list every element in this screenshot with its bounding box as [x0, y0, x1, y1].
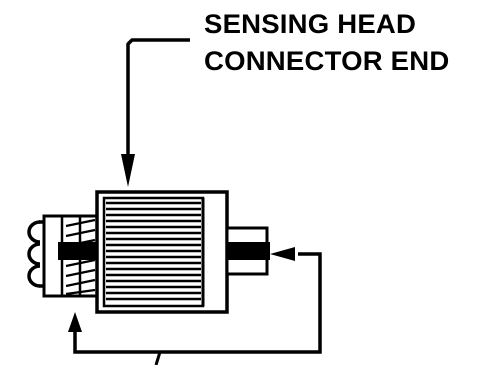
label-leader-arrow [121, 38, 190, 187]
return-loop-arrowhead-right [270, 247, 295, 261]
sensing-head-winding [106, 201, 201, 301]
bottom-lead-line [154, 351, 162, 365]
label-leader-arrowhead [121, 154, 135, 187]
sensing-head-body [95, 190, 229, 314]
return-loop-arrow [68, 247, 322, 365]
label-line-1: SENSING HEAD [204, 9, 417, 39]
return-loop-arrowhead-bottom [68, 312, 82, 332]
return-loop-line [73, 252, 322, 354]
label-leader-line [126, 38, 190, 158]
probe-sleeve [225, 226, 269, 276]
label-line-2: CONNECTOR END [204, 46, 450, 76]
sensing-head-connector-end-label: SENSING HEAD CONNECTOR END [204, 6, 449, 80]
